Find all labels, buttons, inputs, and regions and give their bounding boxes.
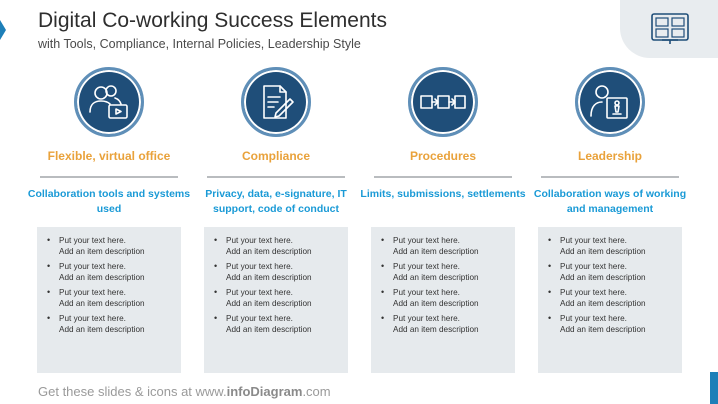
- coworking-screen-icon: [651, 13, 689, 44]
- list-item: Put your text here.Add an item descripti…: [45, 313, 175, 335]
- column-title: Flexible, virtual office: [47, 149, 171, 163]
- list-item: Put your text here.Add an item descripti…: [379, 261, 509, 283]
- column-divider: [207, 176, 345, 178]
- column-divider: [541, 176, 679, 178]
- list-item: Put your text here.Add an item descripti…: [546, 261, 676, 283]
- list-item: Put your text here.Add an item descripti…: [546, 287, 676, 309]
- text-placeholder-box: Put your text here.Add an item descripti…: [204, 227, 348, 373]
- page-subtitle: with Tools, Compliance, Internal Policie…: [38, 37, 361, 51]
- list-item: Put your text here.Add an item descripti…: [212, 313, 342, 335]
- list-item: Put your text here.Add an item descripti…: [546, 313, 676, 335]
- list-item: Put your text here.Add an item descripti…: [45, 287, 175, 309]
- column-description: Collaboration tools and systems used: [27, 188, 191, 215]
- text-placeholder-box: Put your text here.Add an item descripti…: [37, 227, 181, 373]
- list-item: Put your text here.Add an item descripti…: [45, 235, 175, 257]
- document-pen-icon: [241, 67, 311, 137]
- footer-brand: infoDiagram: [226, 384, 303, 399]
- column-title: Compliance: [241, 149, 310, 163]
- list-item: Put your text here.Add an item descripti…: [212, 235, 342, 257]
- page-title: Digital Co-working Success Elements: [38, 9, 387, 32]
- slide-corner-tab: [710, 372, 718, 404]
- text-placeholder-box: Put your text here.Add an item descripti…: [371, 227, 515, 373]
- coworking-badge: [620, 0, 718, 58]
- remote-worker-icon: [74, 67, 144, 137]
- list-item: Put your text here.Add an item descripti…: [379, 287, 509, 309]
- column-divider: [40, 176, 178, 178]
- footer-credit: Get these slides & icons at www.infoDiag…: [38, 384, 331, 399]
- column-description: Privacy, data, e-signature, IT support, …: [205, 188, 347, 215]
- text-placeholder-box: Put your text here.Add an item descripti…: [538, 227, 682, 373]
- column-title: Procedures: [409, 149, 477, 163]
- column-title: Leadership: [577, 149, 643, 163]
- list-item: Put your text here.Add an item descripti…: [379, 313, 509, 335]
- column-description: Collaboration ways of working and manage…: [533, 188, 687, 215]
- list-item: Put your text here.Add an item descripti…: [45, 261, 175, 283]
- leader-chess-icon: [575, 67, 645, 137]
- column-divider: [374, 176, 512, 178]
- list-item: Put your text here.Add an item descripti…: [212, 287, 342, 309]
- slide-edge-marker: [0, 20, 6, 40]
- column-description: Limits, submissions, settlements: [360, 188, 526, 200]
- process-flow-icon: [408, 67, 478, 137]
- list-item: Put your text here.Add an item descripti…: [212, 261, 342, 283]
- list-item: Put your text here.Add an item descripti…: [546, 235, 676, 257]
- list-item: Put your text here.Add an item descripti…: [379, 235, 509, 257]
